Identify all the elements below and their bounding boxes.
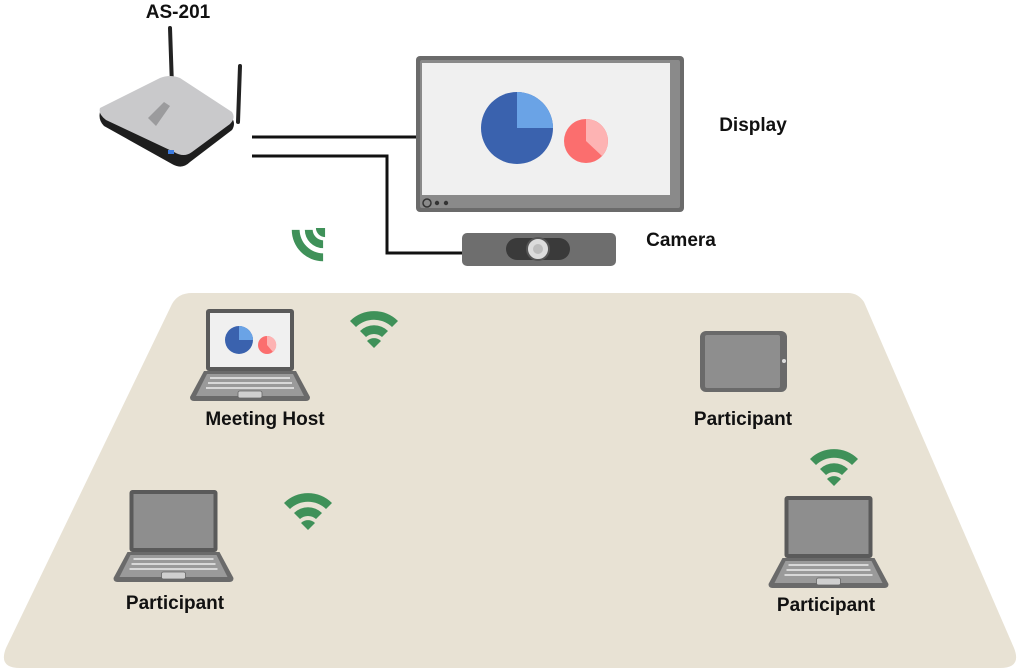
wifi-signal-icon [285, 212, 341, 268]
client-label: Participant [694, 409, 793, 430]
client-label: Participant [126, 593, 225, 614]
camera [462, 233, 616, 266]
meeting-host-laptop [190, 308, 310, 402]
as-201-device [99, 26, 242, 167]
participant-tablet [700, 331, 787, 392]
camera-label: Camera [646, 230, 716, 251]
cables [252, 135, 463, 255]
participant-laptop [113, 488, 234, 584]
client-label: Meeting Host [205, 409, 325, 430]
client-label: Participant [777, 595, 876, 616]
display-screen [416, 56, 684, 212]
display-label: Display [719, 115, 787, 136]
participant-laptop [768, 494, 889, 590]
device-label: AS-201 [146, 2, 211, 23]
